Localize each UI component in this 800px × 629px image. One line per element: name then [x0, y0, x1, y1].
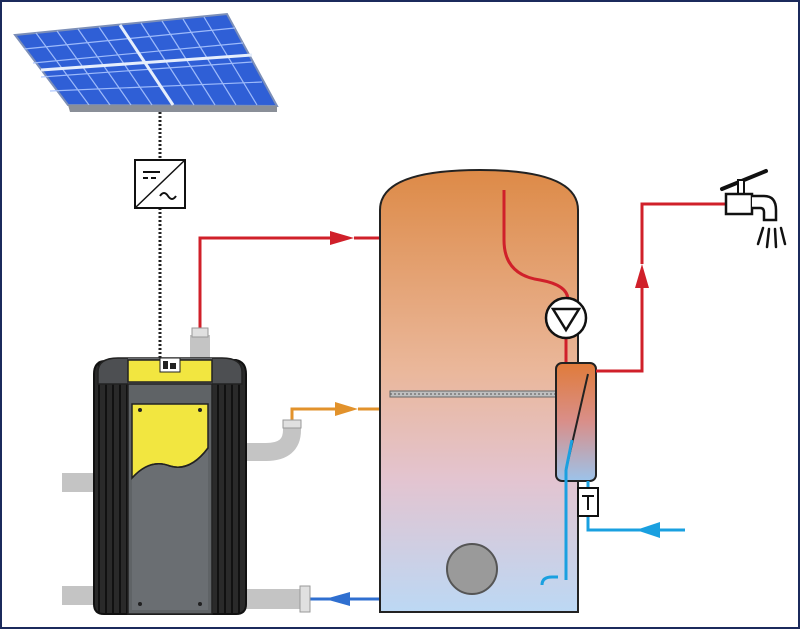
cold-return-pipe: [308, 592, 380, 606]
water-tap-icon: [720, 169, 787, 249]
flow-arrow-icon: [635, 264, 649, 288]
circulation-pump-icon: [544, 296, 588, 368]
cold-water-inlet-pipe: [564, 481, 685, 580]
hot-supply-pipe: [198, 231, 410, 332]
inspection-port: [446, 543, 498, 595]
flow-arrow-icon: [325, 592, 350, 606]
flow-arrow-icon: [335, 402, 358, 416]
flow-arrow-icon: [330, 231, 354, 245]
hot-water-storage-tank-icon: [379, 168, 579, 613]
flow-sensor-icon: [577, 487, 599, 517]
flow-arrow-icon: [636, 522, 660, 538]
inverter-dc-ac-icon: [134, 159, 186, 209]
heat-pump-unit-icon: [62, 327, 311, 615]
hot-water-outlet-pipe: [596, 202, 726, 373]
plate-heat-exchanger-icon: [555, 362, 597, 482]
solar-panel-icon: [13, 12, 279, 112]
